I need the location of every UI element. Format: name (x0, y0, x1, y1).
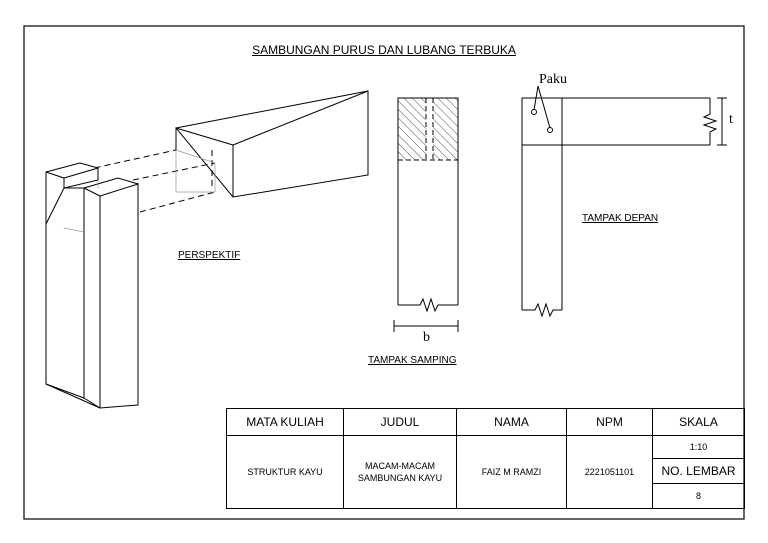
dimension-b: b (423, 330, 430, 345)
value-no-lembar: 8 (652, 483, 745, 509)
drawing-title: SAMBUNGAN PURUS DAN LUBANG TERBUKA (252, 43, 516, 57)
perspective-view (45, 90, 369, 409)
header-mata-kuliah: MATA KULIAH (226, 408, 344, 436)
sheet-border (23, 25, 745, 520)
label-paku: Paku (539, 72, 567, 87)
value-nama: FAIZ M RAMZI (456, 435, 567, 509)
value-mata-kuliah: STRUKTUR KAYU (226, 435, 344, 509)
value-npm: 2221051101 (566, 435, 653, 509)
value-judul: MACAM-MACAM SAMBUNGAN KAYU (343, 435, 457, 509)
label-tampak-depan: TAMPAK DEPAN (582, 213, 659, 224)
header-nama: NAMA (456, 408, 567, 436)
side-view (393, 97, 459, 332)
value-skala: 1:10 (652, 435, 745, 459)
dimension-t: t (729, 112, 733, 127)
header-judul: JUDUL (343, 408, 457, 436)
header-npm: NPM (566, 408, 653, 436)
label-tampak-samping: TAMPAK SAMPING (368, 355, 457, 366)
header-skala: SKALA (652, 408, 745, 436)
label-no-lembar: NO. LEMBAR (652, 458, 745, 484)
label-perspektif: PERSPEKTIF (178, 250, 241, 261)
title-block: MATA KULIAH JUDUL NAMA NPM SKALA STRUKTU… (226, 408, 745, 509)
front-view (521, 85, 727, 318)
